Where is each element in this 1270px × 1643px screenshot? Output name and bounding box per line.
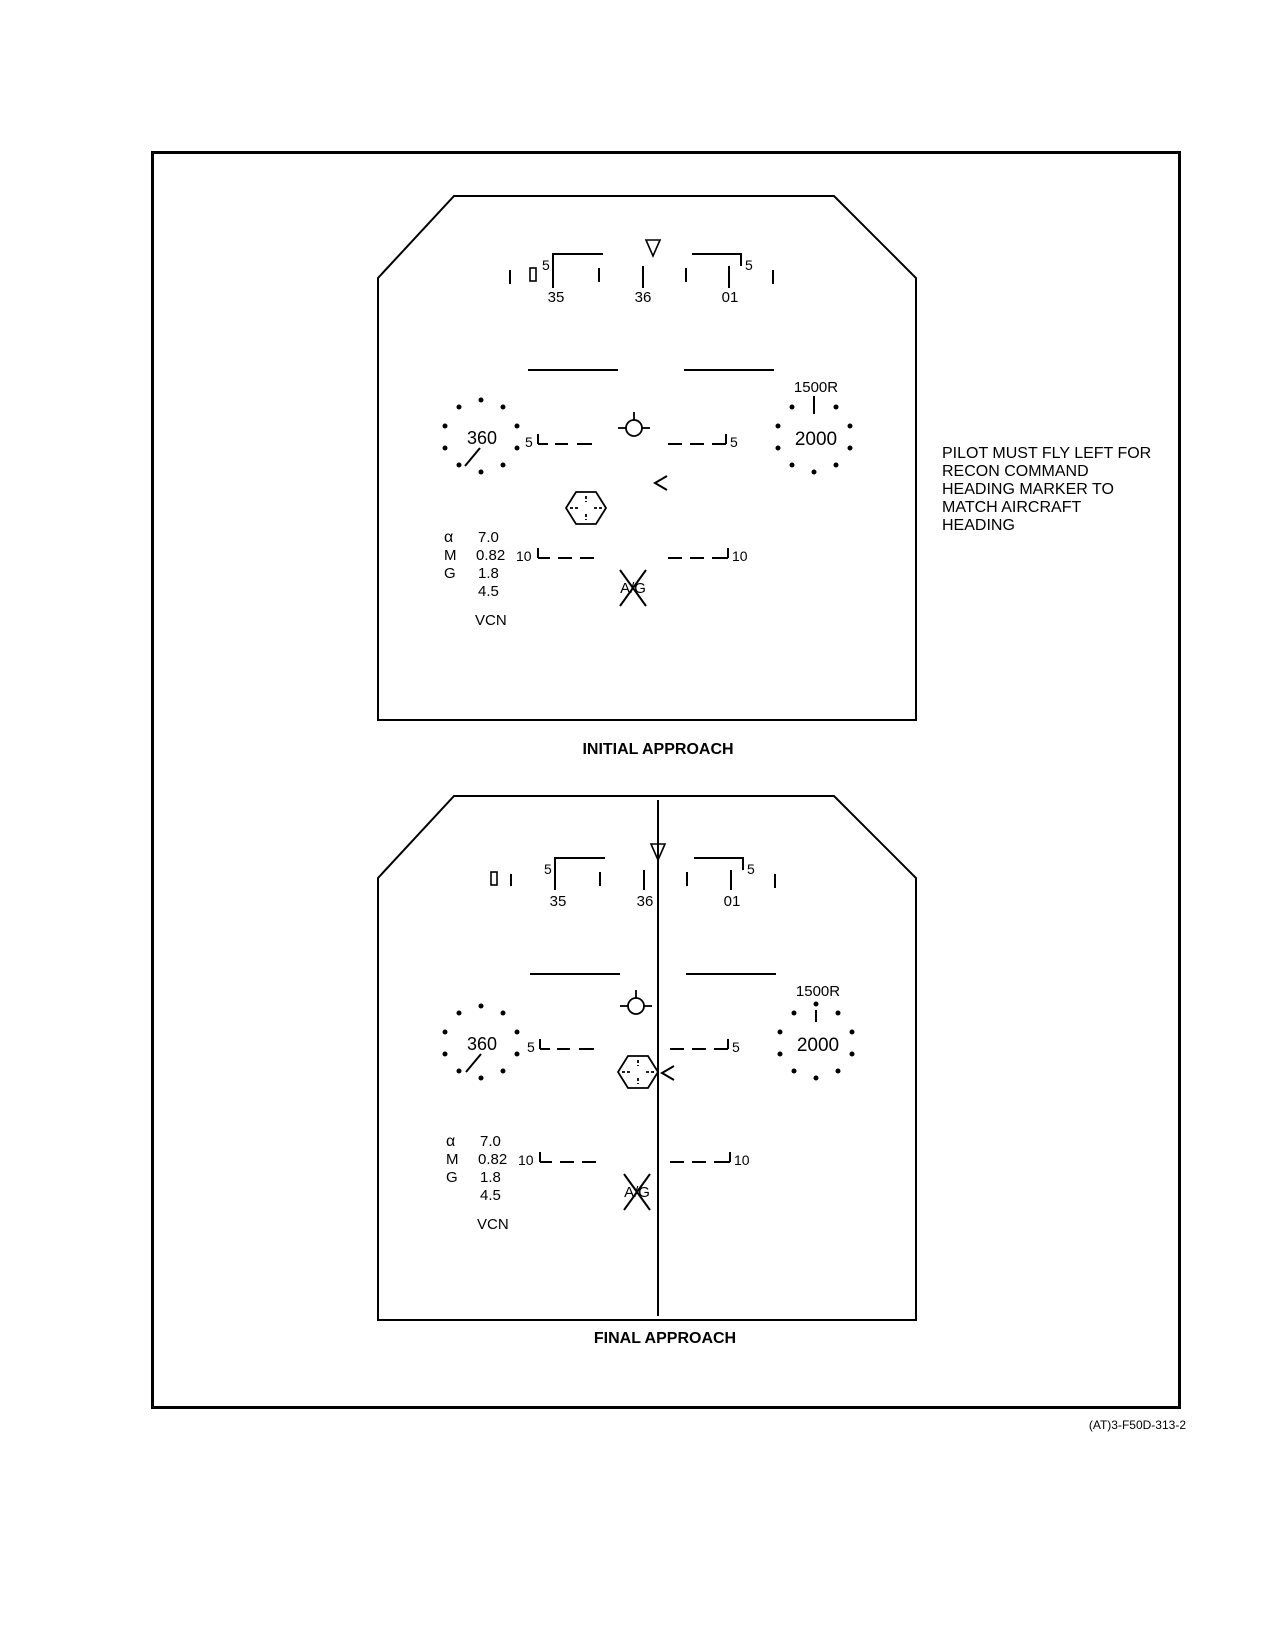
heading-label-01: 01 xyxy=(724,893,741,910)
pitch-label-upper-right: 5 xyxy=(730,434,738,450)
note-line: HEADING xyxy=(942,517,1015,534)
steering-hexagon-icon xyxy=(564,491,608,525)
heading-box-icon xyxy=(490,871,498,886)
pitch-label-upper-right: 5 xyxy=(732,1039,740,1055)
figure-frame xyxy=(151,151,1181,1409)
hud-display-initial: 5 5 35 36 01 360 1500R 2000 5 5 xyxy=(377,195,917,721)
altitude-dial xyxy=(777,1001,855,1081)
note-line: HEADING MARKER TO xyxy=(942,481,1114,498)
heading-tick-5-right: 5 xyxy=(747,861,755,877)
alpha-value: 7.0 xyxy=(478,529,499,546)
mach-label: M xyxy=(444,547,457,564)
radar-altitude: 1500R xyxy=(796,983,840,1000)
flight-path-marker-icon xyxy=(618,412,650,437)
pitch-label-upper-left: 5 xyxy=(525,434,533,450)
mach-label: M xyxy=(446,1151,459,1168)
mach-value: 0.82 xyxy=(476,547,505,564)
flight-path-marker-icon xyxy=(620,990,652,1015)
pitch-label-lower-left: 10 xyxy=(516,548,532,564)
pitch-ladder-lower xyxy=(539,1152,731,1163)
caption-final-approach: FINAL APPROACH xyxy=(593,1330,737,1347)
pitch-label-upper-left: 5 xyxy=(527,1039,535,1055)
caption-initial-approach: INITIAL APPROACH xyxy=(582,741,734,758)
airspeed-dial xyxy=(442,397,520,475)
g-label: G xyxy=(444,565,456,582)
airspeed-value: 360 xyxy=(467,428,497,448)
heading-label-36: 36 xyxy=(635,289,652,306)
note-line: PILOT MUST FLY LEFT FOR xyxy=(942,445,1152,462)
pitch-label-lower-right: 10 xyxy=(732,548,748,564)
pitch-ladder-upper xyxy=(539,1039,729,1050)
pitch-label-lower-left: 10 xyxy=(518,1152,534,1168)
heading-tick-5-left: 5 xyxy=(544,861,552,877)
g-max-value: 4.5 xyxy=(478,583,499,600)
note-line: RECON COMMAND xyxy=(942,463,1089,480)
hud-outline xyxy=(377,795,917,1321)
document-id: (AT)3-F50D-313-2 xyxy=(1088,1418,1186,1432)
heading-command-chevron-icon xyxy=(660,1065,675,1081)
mode-label: VCN xyxy=(475,612,507,629)
g-max-value: 4.5 xyxy=(480,1187,501,1204)
heading-label-01: 01 xyxy=(722,289,739,306)
g-label: G xyxy=(446,1169,458,1186)
master-mode-label: A/G xyxy=(620,580,646,597)
heading-caret-icon xyxy=(649,843,667,862)
pitch-ladder-upper xyxy=(537,434,727,445)
master-mode-label: A/G xyxy=(624,1184,650,1201)
heading-tick-5-left: 5 xyxy=(542,257,550,273)
airspeed-value: 360 xyxy=(467,1034,497,1054)
mode-label: VCN xyxy=(477,1216,509,1233)
alpha-symbol: α xyxy=(446,1133,455,1150)
heading-tick-5-right: 5 xyxy=(745,257,753,273)
hud-outline xyxy=(377,195,917,721)
alpha-value: 7.0 xyxy=(480,1133,501,1150)
heading-label-35: 35 xyxy=(550,893,567,910)
heading-scale xyxy=(490,843,776,890)
alpha-symbol: α xyxy=(444,529,453,546)
heading-box-icon xyxy=(529,267,537,282)
altitude-value: 2000 xyxy=(797,1035,839,1056)
radar-altitude: 1500R xyxy=(794,379,838,396)
heading-scale xyxy=(509,239,774,288)
heading-label-36: 36 xyxy=(637,893,654,910)
hud-display-final: 5 5 35 36 01 360 1500R 2000 5 5 xyxy=(377,795,917,1321)
g-value: 1.8 xyxy=(480,1169,501,1186)
g-value: 1.8 xyxy=(478,565,499,582)
airspeed-dial xyxy=(442,1003,520,1081)
note-line: MATCH AIRCRAFT xyxy=(942,499,1082,516)
annotation-note: PILOT MUST FLY LEFT FOR RECON COMMAND HE… xyxy=(942,445,1182,535)
heading-command-chevron-icon xyxy=(653,475,668,491)
heading-label-35: 35 xyxy=(548,289,565,306)
mach-value: 0.82 xyxy=(478,1151,507,1168)
pitch-ladder-lower xyxy=(537,548,729,559)
altitude-dial xyxy=(775,396,853,475)
ag-cross-icon xyxy=(623,1173,651,1211)
ag-cross-icon xyxy=(619,569,647,607)
heading-caret-icon xyxy=(644,239,662,258)
pitch-label-lower-right: 10 xyxy=(734,1152,750,1168)
steering-hexagon-icon xyxy=(616,1055,660,1089)
altitude-value: 2000 xyxy=(795,429,837,450)
